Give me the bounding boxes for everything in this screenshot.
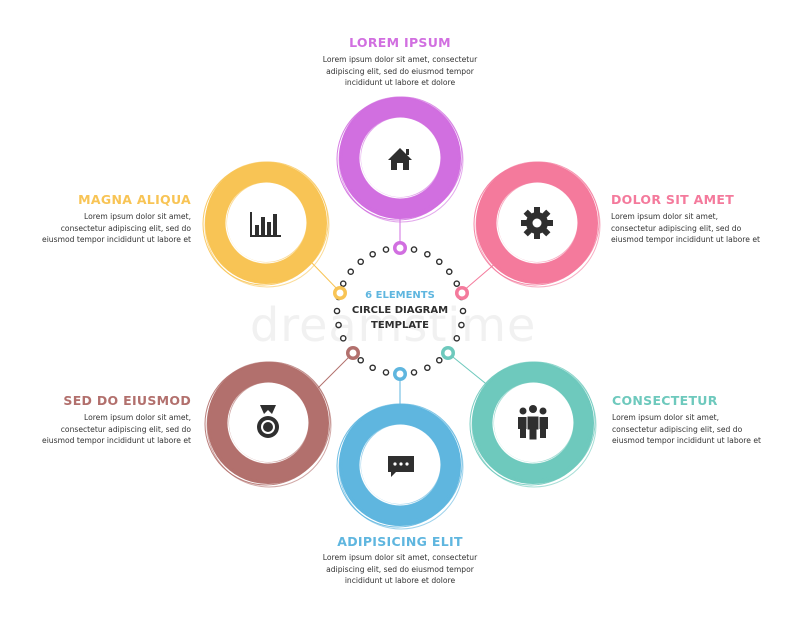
- ring-dot: [445, 268, 453, 276]
- title-sed: SED DO EIUSMOD: [63, 393, 191, 408]
- text-line: consectetur adipiscing elit, sed do: [60, 223, 191, 233]
- ring-dot: [369, 250, 376, 258]
- gear-icon: [521, 207, 553, 239]
- text-line: eiusmod tempor incididunt ut labore et: [42, 235, 191, 244]
- ring-dot: [357, 258, 365, 266]
- chat-icon: [388, 456, 414, 477]
- text-line: Lorem ipsum dolor sit amet, consectetur: [322, 553, 478, 562]
- connector-consectetur: [447, 352, 491, 388]
- title-adipiscing: ADIPISICING ELIT: [337, 534, 463, 549]
- people-icon: [518, 405, 548, 441]
- text-adipiscing: Lorem ipsum dolor sit amet, consectetur …: [300, 552, 500, 587]
- text-line: eiusmod tempor incididunt ut labore et: [42, 436, 191, 445]
- ring-dot: [435, 258, 443, 266]
- ring-dot: [453, 335, 461, 342]
- text-line: Lorem ipsum dolor sit amet,: [83, 413, 191, 422]
- text-line: eiusmod tempor incididunt ut labore et: [611, 235, 760, 244]
- text-line: consectetur adipiscing elit, sed do: [612, 424, 743, 434]
- ring-dot: [333, 307, 341, 315]
- text-line: incididunt ut labore et dolore: [344, 576, 456, 585]
- ring-dot: [339, 280, 347, 287]
- title-lorem: LOREM IPSUM: [349, 35, 451, 50]
- text-line: Lorem ipsum dolor sit amet,: [611, 212, 719, 221]
- ring-dot: [435, 356, 443, 364]
- text-magna: Lorem ipsum dolor sit amet, consectetur …: [6, 211, 191, 246]
- circle-dolor: [473, 161, 601, 288]
- text-lorem: Lorem ipsum dolor sit amet, consectetur …: [300, 54, 500, 89]
- node-sed: [346, 346, 360, 360]
- ring-dot: [424, 250, 431, 258]
- ring-dot: [453, 280, 461, 287]
- text-line: Lorem ipsum dolor sit amet,: [612, 413, 720, 422]
- ring-dot: [335, 321, 342, 329]
- text-line: consectetur adipiscing elit, sed do: [611, 223, 742, 233]
- node-consectetur: [441, 346, 455, 360]
- home-icon: [388, 148, 412, 170]
- node-magna: [333, 286, 347, 300]
- connector-sed: [317, 352, 354, 389]
- ring-dot: [347, 268, 355, 276]
- center-subtitle: TEMPLATE: [371, 320, 429, 331]
- text-line: Lorem ipsum dolor sit amet,: [83, 212, 191, 221]
- ring-dot: [410, 369, 418, 376]
- ring-dot: [369, 364, 376, 372]
- title-dolor: DOLOR SIT AMET: [611, 192, 735, 207]
- ring-dot: [410, 246, 418, 253]
- center-title: CIRCLE DIAGRAM: [351, 305, 449, 316]
- watermark: dreamstime: [250, 298, 537, 352]
- ring-dot: [459, 307, 467, 315]
- text-consectetur: Lorem ipsum dolor sit amet, consectetur …: [612, 412, 797, 447]
- node-adipiscing: [393, 367, 407, 381]
- text-line: incididunt ut labore et dolore: [344, 78, 456, 87]
- center-count: 6 ELEMENTS: [365, 290, 435, 301]
- ring-dot: [357, 356, 365, 364]
- circle-adipiscing: [336, 403, 464, 530]
- text-line: Lorem ipsum dolor sit amet, consectetur: [322, 55, 478, 64]
- ring-dot: [339, 335, 347, 342]
- circle-magna: [202, 161, 330, 288]
- ring-dot: [382, 369, 390, 376]
- text-sed: Lorem ipsum dolor sit amet, consectetur …: [6, 412, 191, 447]
- text-line: adipiscing elit, sed do eiusmod tempor: [326, 66, 474, 76]
- text-line: consectetur adipiscing elit, sed do: [60, 424, 191, 434]
- text-line: adipiscing elit, sed do eiusmod tempor: [326, 564, 474, 574]
- node-dolor: [455, 286, 469, 300]
- node-lorem: [393, 241, 407, 255]
- title-consectetur: CONSECTETUR: [612, 393, 718, 408]
- text-line: eiusmod tempor incididunt ut labore et: [612, 436, 761, 445]
- ring-dot: [382, 246, 390, 253]
- ring-dot: [424, 364, 431, 372]
- title-magna: MAGNA ALIQUA: [78, 192, 191, 207]
- medal-icon: [257, 405, 279, 438]
- ring-dot: [458, 321, 465, 329]
- bar-chart-icon: [250, 212, 281, 237]
- text-dolor: Lorem ipsum dolor sit amet, consectetur …: [611, 211, 796, 246]
- connector-magna: [311, 262, 341, 293]
